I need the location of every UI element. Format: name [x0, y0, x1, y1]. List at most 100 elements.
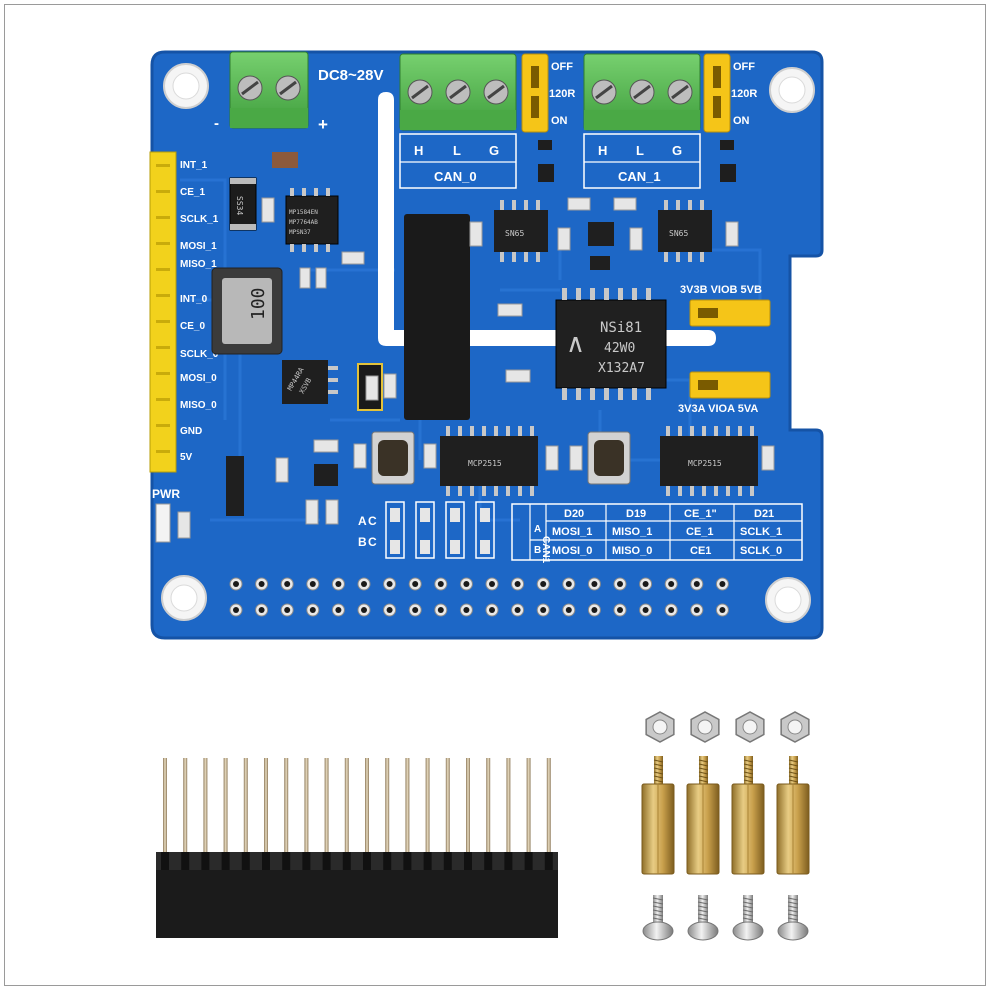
power-input-label: DC8~28V — [318, 67, 383, 84]
header-pin — [405, 758, 410, 858]
power-led — [155, 503, 191, 543]
header-pin — [243, 758, 248, 858]
can-controller-b: MCP2515 — [660, 426, 758, 496]
buck-text-3: MPSN37 — [289, 229, 311, 236]
table-row-a: A — [534, 524, 541, 535]
brass-standoff — [641, 756, 675, 875]
crystal-a — [371, 431, 415, 485]
gpio-hole — [229, 577, 243, 591]
table-row-b: B — [534, 545, 541, 556]
can1-silk-box — [583, 133, 701, 189]
table-h-ce1: CE_1" — [684, 508, 717, 520]
brass-standoff — [686, 756, 720, 875]
header-pin — [324, 758, 329, 858]
table-b-1: MOSI_0 — [552, 545, 592, 557]
viob-jumper — [689, 299, 771, 327]
pin-label-ce0: CE_0 — [180, 321, 205, 332]
side-pin-header — [149, 151, 177, 473]
regulator-chip: MP44RA XSVB — [282, 360, 338, 404]
can0-label: CAN_0 — [434, 169, 477, 184]
pin-label-gnd: GND — [180, 426, 202, 437]
header-socket — [282, 852, 291, 870]
gpio-hole — [715, 603, 729, 617]
header-pin — [264, 758, 268, 858]
stacking-pin-header — [156, 758, 558, 938]
passive-components — [261, 197, 775, 525]
can1-jumper-on: ON — [733, 115, 750, 127]
table-b-3: CE1 — [690, 545, 711, 557]
header-pin — [526, 758, 531, 858]
header-socket — [524, 852, 533, 870]
gpio-hole — [357, 577, 371, 591]
gpio-hole — [383, 603, 397, 617]
gpio-hole — [562, 577, 576, 591]
hex-nut — [735, 711, 765, 743]
can1-pin-g: G — [672, 143, 682, 158]
header-pin — [445, 758, 450, 858]
gpio-hole — [485, 603, 499, 617]
pwr-label: PWR — [152, 487, 180, 501]
gpio-hole — [280, 603, 294, 617]
gpio-hole — [229, 603, 243, 617]
header-socket — [544, 852, 553, 870]
header-pin — [466, 758, 470, 858]
header-pin — [506, 758, 511, 858]
machine-screw — [642, 895, 674, 941]
table-h-d19: D19 — [626, 508, 646, 520]
header-pin — [203, 758, 208, 858]
solder-select-pads — [385, 501, 495, 559]
can0-pin-l: L — [453, 143, 461, 158]
mounting-screws — [642, 895, 809, 941]
table-h-d21: D21 — [754, 508, 774, 520]
machine-screw — [687, 895, 719, 941]
header-pin — [486, 758, 491, 858]
jumper-a-label: 3V3A VIOA 5VA — [678, 403, 758, 415]
gpio-hole — [280, 577, 294, 591]
table-a-3: CE_1 — [686, 526, 714, 538]
brass-standoff — [731, 756, 765, 875]
table-b-2: MISO_0 — [612, 545, 652, 557]
jumper-b-label: 3V3B VIOB 5VB — [680, 284, 762, 296]
machine-screw — [732, 895, 764, 941]
gpio-hole — [459, 577, 473, 591]
gpio-hole — [664, 577, 678, 591]
table-a-2: MISO_1 — [612, 526, 652, 538]
capacitor-brown — [272, 152, 298, 168]
gpio-hole — [485, 577, 499, 591]
buck-text-2: MP7764AB — [289, 219, 318, 226]
can0-jumper-off: OFF — [551, 61, 573, 73]
pin-label-miso1: MISO_1 — [180, 259, 217, 270]
sel-label-c2: C — [368, 535, 377, 549]
can1-pin-l: L — [636, 143, 644, 158]
can0-jumper-on: ON — [551, 115, 568, 127]
can-controller-a: MCP2515 — [440, 426, 538, 496]
header-pin — [284, 758, 289, 858]
can-transceiver-a: SN65 — [494, 200, 548, 262]
header-socket — [464, 852, 472, 870]
hex-nut — [780, 711, 810, 743]
gpio-hole — [331, 577, 345, 591]
gpio-hole — [613, 603, 627, 617]
gpio-hole — [459, 603, 473, 617]
small-ic — [588, 222, 614, 246]
can0-jumper-120r: 120R — [549, 88, 575, 100]
gpio-hole — [562, 603, 576, 617]
gpio-hole — [255, 577, 269, 591]
gpio-hole — [434, 603, 448, 617]
xcvr-a-text: SN65 — [505, 229, 524, 238]
can1-termination-jumper — [703, 53, 731, 133]
header-pin — [546, 758, 551, 858]
header-socket — [363, 852, 371, 870]
header-socket — [504, 852, 513, 870]
gpio-hole — [255, 603, 269, 617]
can0-pin-g: G — [489, 143, 499, 158]
header-socket — [403, 852, 412, 870]
isolator-text-2: 42W0 — [604, 341, 635, 356]
header-socket — [221, 852, 230, 870]
mounting-holes — [161, 63, 815, 623]
hex-nut — [645, 711, 675, 743]
pin-label-ce1: CE_1 — [180, 187, 205, 198]
gpio-hole — [331, 603, 345, 617]
brass-standoffs — [641, 756, 810, 875]
